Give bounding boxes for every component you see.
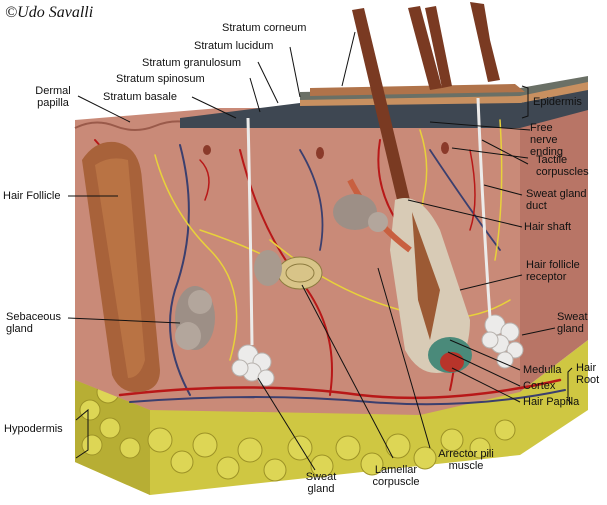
label-hair-shaft: Hair shaft — [524, 221, 572, 233]
label-hair-follicle: Hair Follicle — [3, 190, 61, 202]
leader-free-nerve-ending — [429, 121, 531, 131]
leader-epidermis — [521, 85, 529, 119]
label-medulla: Medulla — [523, 364, 562, 376]
label-sebaceous-gland: Sebaceous gland — [6, 311, 62, 335]
label-hair-follicle-receptor: Hair follicle receptor — [526, 259, 580, 283]
label-stratum-basale: Stratum basale — [103, 91, 177, 103]
lamellar-corpuscle-shape — [254, 250, 323, 290]
label-dermal-papilla: Dermal papilla — [35, 85, 71, 109]
label-sweat-gland-bottom: Sweat gland — [305, 471, 337, 495]
leader-hair-papilla — [451, 367, 521, 403]
leader-tactile-1 — [451, 147, 529, 159]
leader-lamellar-corpuscle — [301, 284, 394, 459]
leader-tactile-2 — [481, 139, 529, 165]
label-stratum-spinosum: Stratum spinosum — [116, 73, 205, 85]
label-epidermis: Epidermis — [533, 96, 582, 108]
leader-sweat-gland-duct — [483, 184, 523, 196]
label-hair-root: Hair Root — [576, 362, 600, 386]
label-sweat-gland-duct: Sweat gland duct — [526, 188, 587, 212]
leader-sebaceous-gland — [67, 317, 181, 324]
label-hypodermis: Hypodermis — [4, 423, 63, 435]
leader-hair-shaft — [407, 199, 523, 228]
central-follicle — [347, 178, 472, 374]
left-hair-follicle — [82, 141, 160, 393]
central-sebaceous — [333, 194, 388, 232]
label-stratum-granulosum: Stratum granulosum — [142, 57, 242, 69]
leader-hypodermis — [75, 408, 89, 459]
credit-text: ©Udo Savalli — [5, 4, 94, 21]
label-stratum-corneum: Stratum corneum — [222, 22, 307, 34]
label-sweat-gland-right: Sweat gland — [557, 311, 588, 335]
leader-stratum-granulosum — [257, 61, 279, 104]
leader-sweat-gland-right — [521, 327, 556, 336]
sweat-gland-shapes — [231, 314, 524, 387]
sebaceous-gland-shape — [175, 286, 215, 350]
leader-medulla — [449, 339, 521, 371]
leader-lines — [67, 31, 573, 471]
label-stratum-lucidum: Stratum lucidum — [194, 40, 274, 52]
hair-shafts — [352, 2, 500, 204]
label-cortex: Cortex — [523, 380, 556, 392]
label-arrector-pili-muscle: Arrector pili muscle — [438, 448, 494, 472]
leader-stratum-basale — [191, 96, 237, 119]
label-free-nerve-ending: Free nerve ending — [530, 122, 564, 158]
label-tactile-corpuscles: Tactile corpuscles — [536, 154, 589, 178]
sweat-ducts — [246, 97, 492, 346]
label-hair-papilla: Hair Papilla — [523, 396, 580, 408]
leader-hair-root-brace — [567, 367, 573, 405]
leader-stratum-corneum — [341, 31, 356, 87]
leader-stratum-spinosum — [249, 77, 261, 113]
leader-dermal-papilla — [77, 95, 131, 123]
leader-sweat-gland-bottom — [257, 377, 316, 471]
label-lamellar-corpuscle: Lamellar corpuscle — [372, 464, 420, 488]
leader-cortex — [447, 351, 521, 387]
tactile-corpuscle-dots — [203, 142, 449, 159]
leader-arrector-pili — [377, 267, 431, 449]
leader-hair-follicle-receptor — [459, 274, 523, 291]
leader-stratum-lucidum — [289, 46, 301, 98]
